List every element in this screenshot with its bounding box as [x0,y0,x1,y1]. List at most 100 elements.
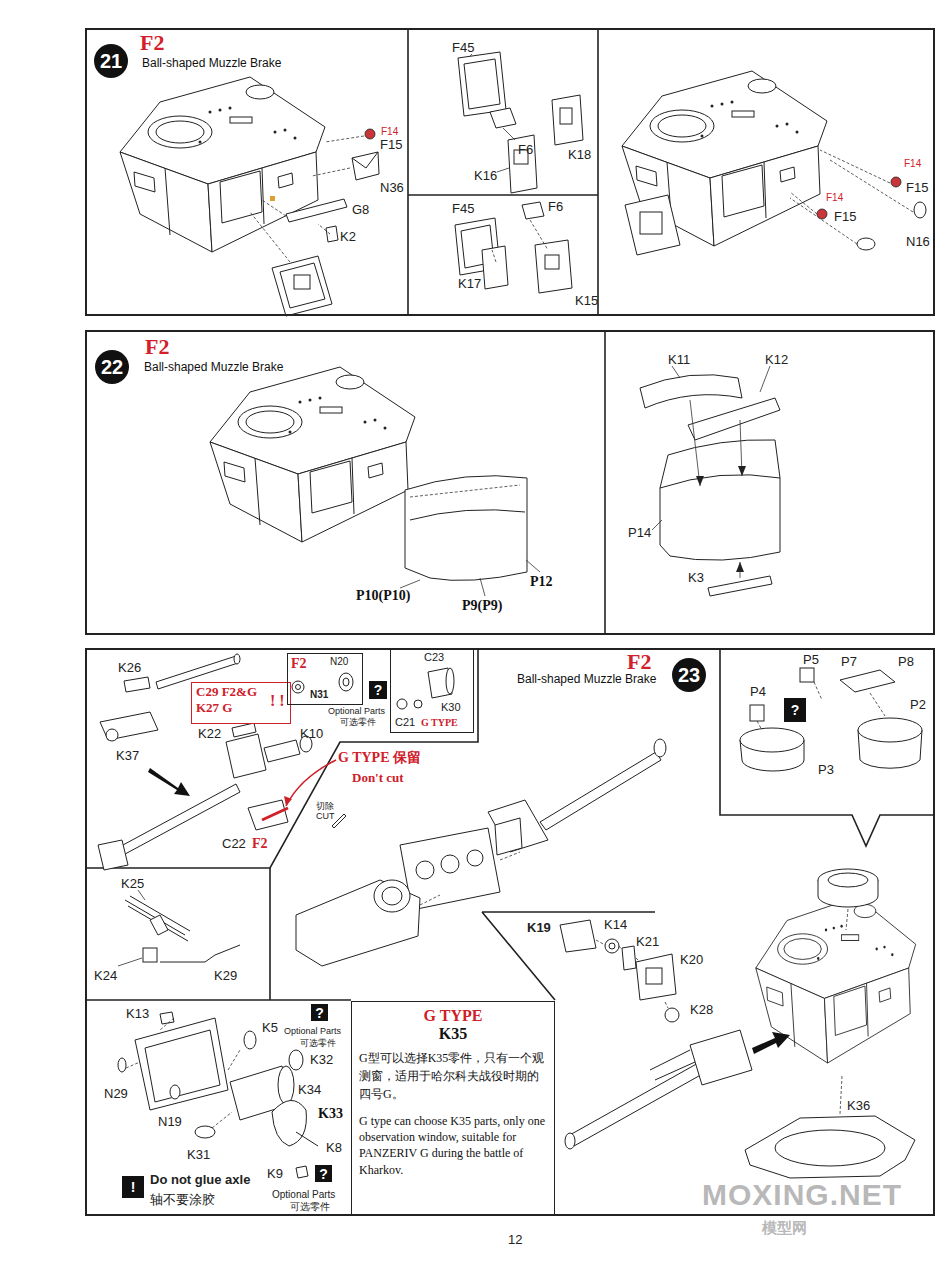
part-number: K18 [568,147,591,162]
part-drawing [470,54,515,172]
part-number: K11 [668,352,690,367]
turret-drawing [210,367,415,542]
part-number: K25 [121,876,144,891]
part-drawing [565,1133,575,1149]
part-number: K26 [118,660,141,675]
step-number-text: 21 [100,50,122,73]
part-drawing [636,954,676,1000]
part-drawing [289,1050,303,1070]
part-number: K31 [187,1147,210,1162]
part-drawing [270,196,275,201]
part-number: K34 [298,1082,321,1097]
part-drawing [560,108,572,124]
part-drawing [568,1062,706,1146]
part-drawing [660,440,780,488]
part-number: F14 [904,158,921,169]
part-number: K37 [116,748,139,763]
part-number: F15 [380,137,402,152]
part-drawing [482,246,508,289]
part-number: N19 [158,1114,182,1129]
warning-box: C29 F2&G K27 G! ! [191,682,291,724]
part-drawing [352,152,379,180]
part-drawing [150,915,168,935]
part-number: P2 [910,697,926,712]
part-number: K3 [688,570,704,585]
node-text: C29 F2&G K27 G [196,684,268,717]
part-number: P14 [628,525,651,540]
part-drawing [596,940,668,1008]
part-drawing [160,1012,174,1024]
option-box: C23K30C21G TYPE [390,649,474,733]
part-number: F15 [834,209,856,224]
step-heading: F2 [140,31,164,55]
part-number: F14 [381,126,398,137]
node-text: ? [315,1006,324,1020]
part-drawing [278,1066,294,1104]
part-drawing [286,760,336,806]
step-subtitle: Ball-shaped Muzzle Brake [517,672,656,686]
part-number: P8 [898,654,914,669]
part-number: K5 [262,1020,278,1035]
part-number: F15 [906,180,928,195]
node-text: C23 [424,651,444,663]
part-drawing [858,718,922,742]
part-drawing [135,1018,228,1110]
part-drawing [382,887,402,905]
part-drawing [652,366,770,578]
part-drawing [840,909,848,1114]
part-number: K20 [680,952,703,967]
part-drawing [272,1100,306,1146]
part-drawing [118,890,145,966]
part-drawing [560,920,596,952]
part-number: K10 [300,726,323,741]
part-drawing [106,729,118,741]
node-text: ! [131,1180,136,1194]
part-drawing [752,1032,790,1054]
part-drawing [124,677,150,692]
part-drawing [775,1130,885,1166]
part-drawing [495,818,522,855]
part-number: K9 [267,1166,283,1181]
part-drawing [110,784,240,860]
part-number: K17 [458,276,481,291]
part-drawing [296,880,420,966]
part-number: F45 [452,40,474,55]
part-drawing [98,840,128,870]
part-drawing [522,202,544,219]
part-drawing [280,263,325,308]
part-drawing [126,1018,240,1128]
part-number: K28 [690,1002,713,1017]
part-number: N29 [104,1086,128,1101]
part-number: P7 [841,654,857,669]
part-number: P3 [818,762,834,777]
part-number: F14 [826,192,843,203]
step-number-text: 22 [101,356,123,379]
part-drawing [250,136,364,262]
frame-line [85,28,935,1000]
watermark: MOXING.NET [702,1178,902,1212]
part-drawing [234,654,240,664]
warning-text: Don't cut [352,770,404,786]
part-drawing [605,939,619,953]
part-drawing [296,1166,308,1178]
part-number: K16 [474,168,497,183]
part-drawing [757,682,885,730]
turret-drawing [120,77,325,252]
part-number: K8 [326,1140,342,1155]
step-number: 22 [95,350,129,384]
part-drawing [625,195,680,255]
part-drawing [545,255,559,269]
part-number: P10(P10) [356,588,410,604]
part-drawing [446,668,454,694]
node-text: ? [791,703,800,717]
page-number: 12 [508,1232,522,1247]
part-drawing [464,59,500,109]
part-drawing [170,1085,180,1099]
part-drawing [326,226,338,242]
note-text: Optional Parts [328,706,385,716]
part-drawing [800,668,814,682]
part-number: K19 [527,920,551,935]
frame-line [85,648,478,868]
part-number: N16 [906,234,930,249]
part-drawing [458,52,506,116]
